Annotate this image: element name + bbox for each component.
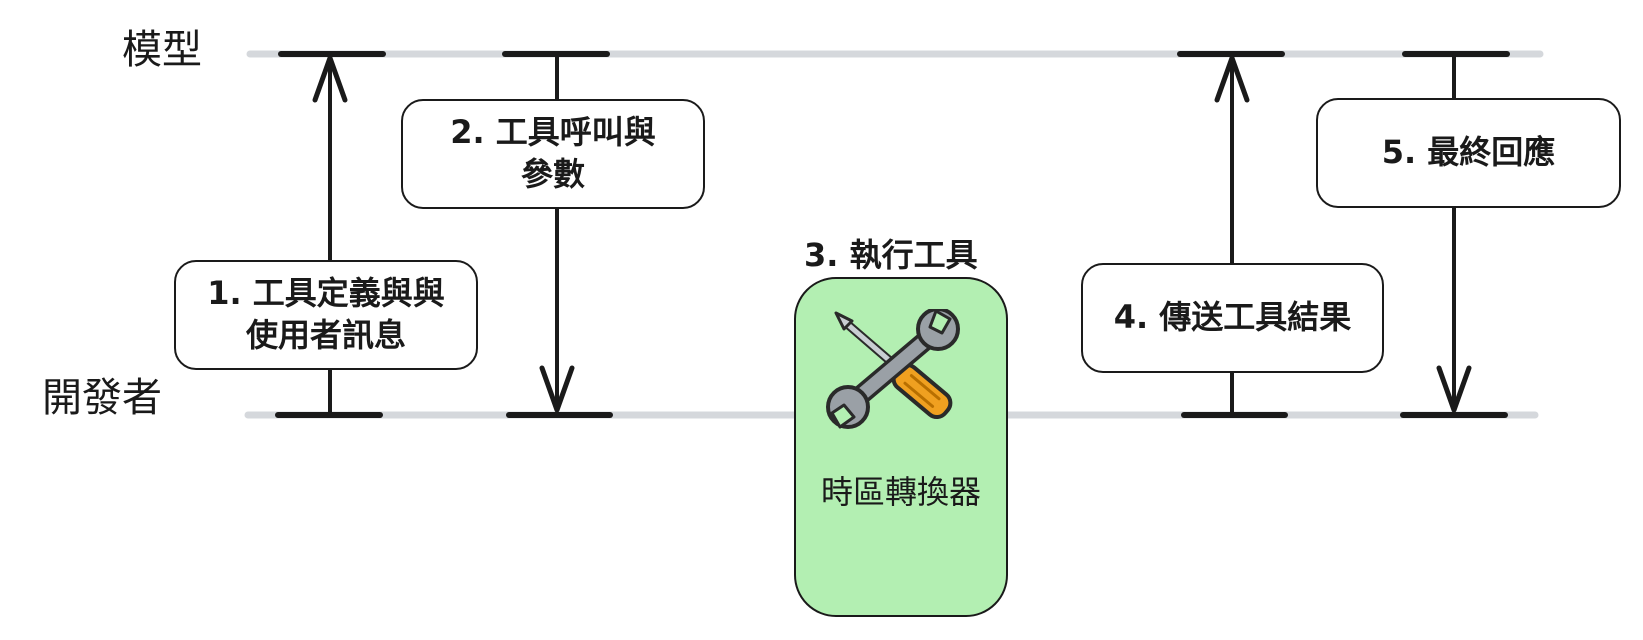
step2-label-line1: 2. 工具呼叫與: [450, 113, 656, 152]
wrench-icon: [826, 309, 960, 429]
step4-box: 4. 傳送工具結果: [1081, 263, 1384, 373]
step4-label: 4. 傳送工具結果: [1113, 298, 1352, 337]
step2-box: 2. 工具呼叫與 參數: [401, 99, 705, 209]
step5-label: 5. 最終回應: [1381, 133, 1556, 172]
step1-box: 1. 工具定義與與 使用者訊息: [174, 260, 478, 370]
step2-label-line2: 參數: [520, 155, 585, 193]
tool-name: 時區轉換器: [820, 473, 981, 511]
step1-label-line2: 使用者訊息: [245, 316, 406, 354]
model-lane-label: 模型: [122, 27, 202, 73]
step5-box: 5. 最終回應: [1316, 98, 1621, 208]
developer-lane-label: 開發者: [42, 375, 162, 421]
step1-label-line1: 1. 工具定義與與: [207, 274, 445, 313]
tool-execution-box: 時區轉換器: [794, 277, 1008, 617]
step3-title: 3. 執行工具: [804, 236, 978, 274]
wrench-screwdriver-icon: [826, 309, 960, 429]
